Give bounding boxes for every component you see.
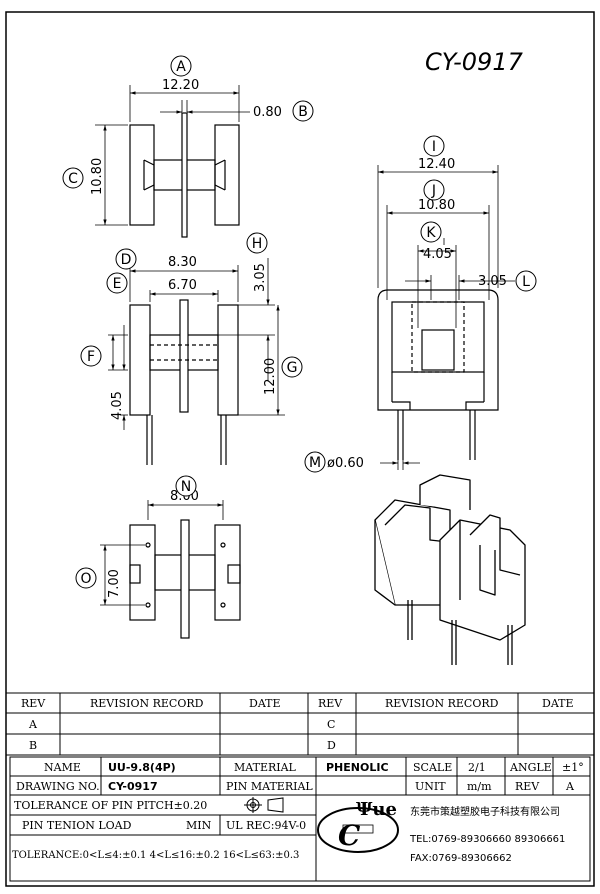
dim-bubble-G <box>281 356 303 378</box>
dimension-labels: A B C DE F G H I J K L M N O <box>62 55 537 589</box>
dim-letter-L: L <box>522 274 530 290</box>
dim-value-C: 10.80 <box>90 158 105 195</box>
pin-material-label: PIN MATERIAL <box>226 780 313 793</box>
ul-rec: UL REC:94V-0 <box>226 819 306 832</box>
title-block <box>9 756 591 882</box>
sheet-border <box>5 11 595 887</box>
dim-letter-F: F <box>87 349 95 365</box>
dim-value-B: 0.80 <box>253 105 282 120</box>
rev-row-D: D <box>327 739 336 752</box>
dim-value-O: 7.00 <box>107 569 122 598</box>
dim-value-E: 6.70 <box>168 278 197 293</box>
dim-bubble-E <box>106 272 128 294</box>
rev-row-A: A <box>28 718 38 731</box>
angle-label: ANGLE <box>509 761 552 774</box>
pin-tension-unit: MIN <box>186 819 212 832</box>
side-view <box>129 299 239 465</box>
dim-bubble-J <box>423 179 445 201</box>
dim-value-K: 4.05 <box>423 247 452 262</box>
drawing-no-value: CY-0917 <box>108 780 158 793</box>
dim-value-F: 4.05 <box>110 391 125 420</box>
dim-bubble-I <box>423 135 445 157</box>
rev-value: A <box>565 780 575 793</box>
unit-label: UNIT <box>415 780 446 793</box>
dim-letter-C: C <box>68 171 78 187</box>
tolerance-note: TOLERANCE:0<L≤4:±0.1 4<L≤16:±0.2 16<L≤63… <box>12 850 299 861</box>
dim-bubble-L <box>515 270 537 292</box>
revision-record-header-2: REVISION RECORD <box>385 697 499 710</box>
pin-tension-label: PIN TENION LOAD <box>22 819 132 832</box>
tolerance-pin-pitch: TOLERANCE OF PIN PITCH±0.20 <box>14 799 207 812</box>
dim-bubble-A <box>170 55 192 77</box>
dim-bubble-M <box>304 451 326 473</box>
scale-label: SCALE <box>413 761 452 774</box>
dim-value-I: 12.40 <box>418 157 455 172</box>
company-tel: TEL:0769-89306660 89306661 <box>409 834 565 845</box>
dim-letter-E: E <box>113 276 122 292</box>
rev-row-B: B <box>29 739 37 752</box>
dim-letter-B: B <box>298 104 308 120</box>
logo-mark: Ψue <box>356 799 397 820</box>
top-view <box>129 112 240 238</box>
dim-value-H: 3.05 <box>253 263 268 292</box>
projection-symbol-icon <box>244 797 284 813</box>
scale-value: 2/1 <box>468 761 486 774</box>
dim-value-D: 8.30 <box>168 255 197 270</box>
dim-bubble-N <box>175 475 197 497</box>
revision-record-header-1: REVISION RECORD <box>90 697 204 710</box>
revision-table <box>5 692 595 756</box>
dim-letter-H: H <box>252 236 263 252</box>
dim-value-A: 12.20 <box>162 78 199 93</box>
drawing-no-label: DRAWING NO. <box>16 780 100 793</box>
part-number: CY-0917 <box>425 48 524 76</box>
rev-header-2: REV <box>318 697 343 710</box>
company-fax: FAX:0769-89306662 <box>410 853 512 864</box>
dim-letter-A: A <box>176 59 186 75</box>
dim-bubble-F <box>80 345 102 367</box>
rev-row-C: C <box>327 718 335 731</box>
material-label: MATERIAL <box>234 761 297 774</box>
svg-text:C: C <box>338 819 361 852</box>
dim-value-G: 12.00 <box>263 358 278 395</box>
angle-value: ±1° <box>562 761 584 774</box>
dim-bubble-K <box>420 221 442 243</box>
dim-letter-I: I <box>432 139 436 155</box>
company-logo: C Ψue <box>317 799 399 853</box>
rev-header-1: REV <box>21 697 46 710</box>
dim-bubble-B <box>292 100 314 122</box>
dim-bubble-O <box>75 567 97 589</box>
company-name: 东莞市策越塑胶电子科技有限公司 <box>410 805 560 818</box>
material-value: PHENOLIC <box>326 761 389 774</box>
pin-view <box>129 519 241 639</box>
dim-letter-G: G <box>287 360 298 376</box>
dim-value-J: 10.80 <box>418 198 455 213</box>
date-header-2: DATE <box>542 697 574 710</box>
dim-letter-N: N <box>181 479 191 495</box>
name-label: NAME <box>44 761 81 774</box>
name-value: UU-9.8(4P) <box>108 761 176 774</box>
dim-letter-K: K <box>426 225 436 241</box>
dim-letter-D: D <box>121 252 132 268</box>
dim-letter-M: M <box>309 455 321 471</box>
unit-value: m/m <box>467 780 492 793</box>
dim-letter-J: J <box>431 183 436 199</box>
dim-bubble-H <box>246 232 268 254</box>
dim-bubble-C <box>62 167 84 189</box>
dim-value-L: 3.05 <box>478 274 507 289</box>
dim-letter-O: O <box>80 571 91 587</box>
front-view <box>377 289 499 460</box>
dim-value-M: ø0.60 <box>327 456 364 471</box>
date-header-1: DATE <box>249 697 281 710</box>
rev-label: REV <box>515 780 540 793</box>
isometric-view <box>374 474 526 665</box>
dim-bubble-D <box>115 248 137 270</box>
